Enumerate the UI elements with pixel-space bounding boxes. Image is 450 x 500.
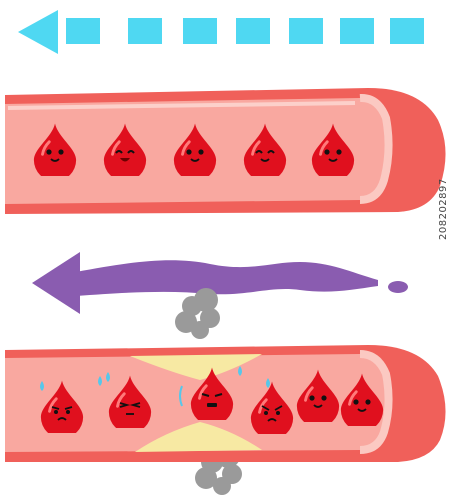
vessel-opening-ring [359,93,393,204]
mouth [357,408,367,412]
red-blood-cell [242,122,288,176]
sweat-drop [238,366,242,376]
sweat-drop [266,378,270,388]
mouth [207,403,217,407]
right-eye [274,405,283,411]
narrowed-vessel [5,345,446,462]
mouth [313,404,323,408]
mouth [267,418,277,422]
right-eye [321,395,327,401]
right-eye [198,149,204,155]
red-blood-cell [102,122,148,176]
top-arrow-dash [236,18,270,44]
top-arrow-dash [289,18,323,44]
wavy-arrow-body [76,260,378,296]
left-eye [324,149,330,155]
right-eye [214,393,223,397]
left-eye [201,393,210,397]
mouth [190,158,200,162]
vessel-opening-ring [359,350,393,454]
left-eye [186,149,192,155]
top-arrow-dash [183,18,217,44]
smoke-puff-top [175,288,220,339]
healthy-vessel [5,88,446,214]
mouth [50,158,60,162]
left-eye [51,406,60,410]
top-arrow-dash [66,18,100,44]
top-arrow-head [18,10,58,54]
left-eye [119,402,131,408]
right-eye [127,150,135,154]
left-eye [115,150,123,154]
top-arrow-dash [340,18,374,44]
wavy-flow-arrow [32,252,408,314]
mouth [328,158,338,162]
plaque-bottom [135,422,262,452]
right-eye [365,399,371,405]
mouth [260,158,270,162]
red-blood-cell [339,372,385,426]
mouth [57,417,67,421]
left-eye [46,149,52,155]
left-eye [309,395,315,401]
right-eye [267,150,275,154]
strain-line-left [179,385,183,407]
watermark-id: 208202897 [438,178,449,240]
sweat-drop [40,381,44,391]
wavy-arrow-tail-dot [388,281,408,293]
sweat-drop [106,372,110,382]
top-arrow-dash [390,18,424,44]
red-blood-cell [249,378,295,434]
right-eye [58,149,64,155]
red-blood-cell [310,122,356,176]
right-eye [129,402,141,408]
red-blood-cell [295,368,341,422]
right-eye [64,406,73,410]
top-flow-arrow [18,10,424,54]
plaque-top [130,354,262,380]
red-blood-cell [172,122,218,176]
red-blood-cell [179,366,242,420]
red-blood-cell [39,379,85,433]
red-blood-cell [32,122,78,176]
left-eye [255,150,263,154]
red-blood-cell [98,372,153,428]
top-arrow-dash [128,18,162,44]
left-eye [261,405,270,411]
sweat-drop [98,376,102,386]
left-eye [353,399,359,405]
vessel-highlight [7,101,356,110]
mouth [120,158,130,162]
right-eye [336,149,342,155]
wavy-arrow-head [32,252,80,314]
